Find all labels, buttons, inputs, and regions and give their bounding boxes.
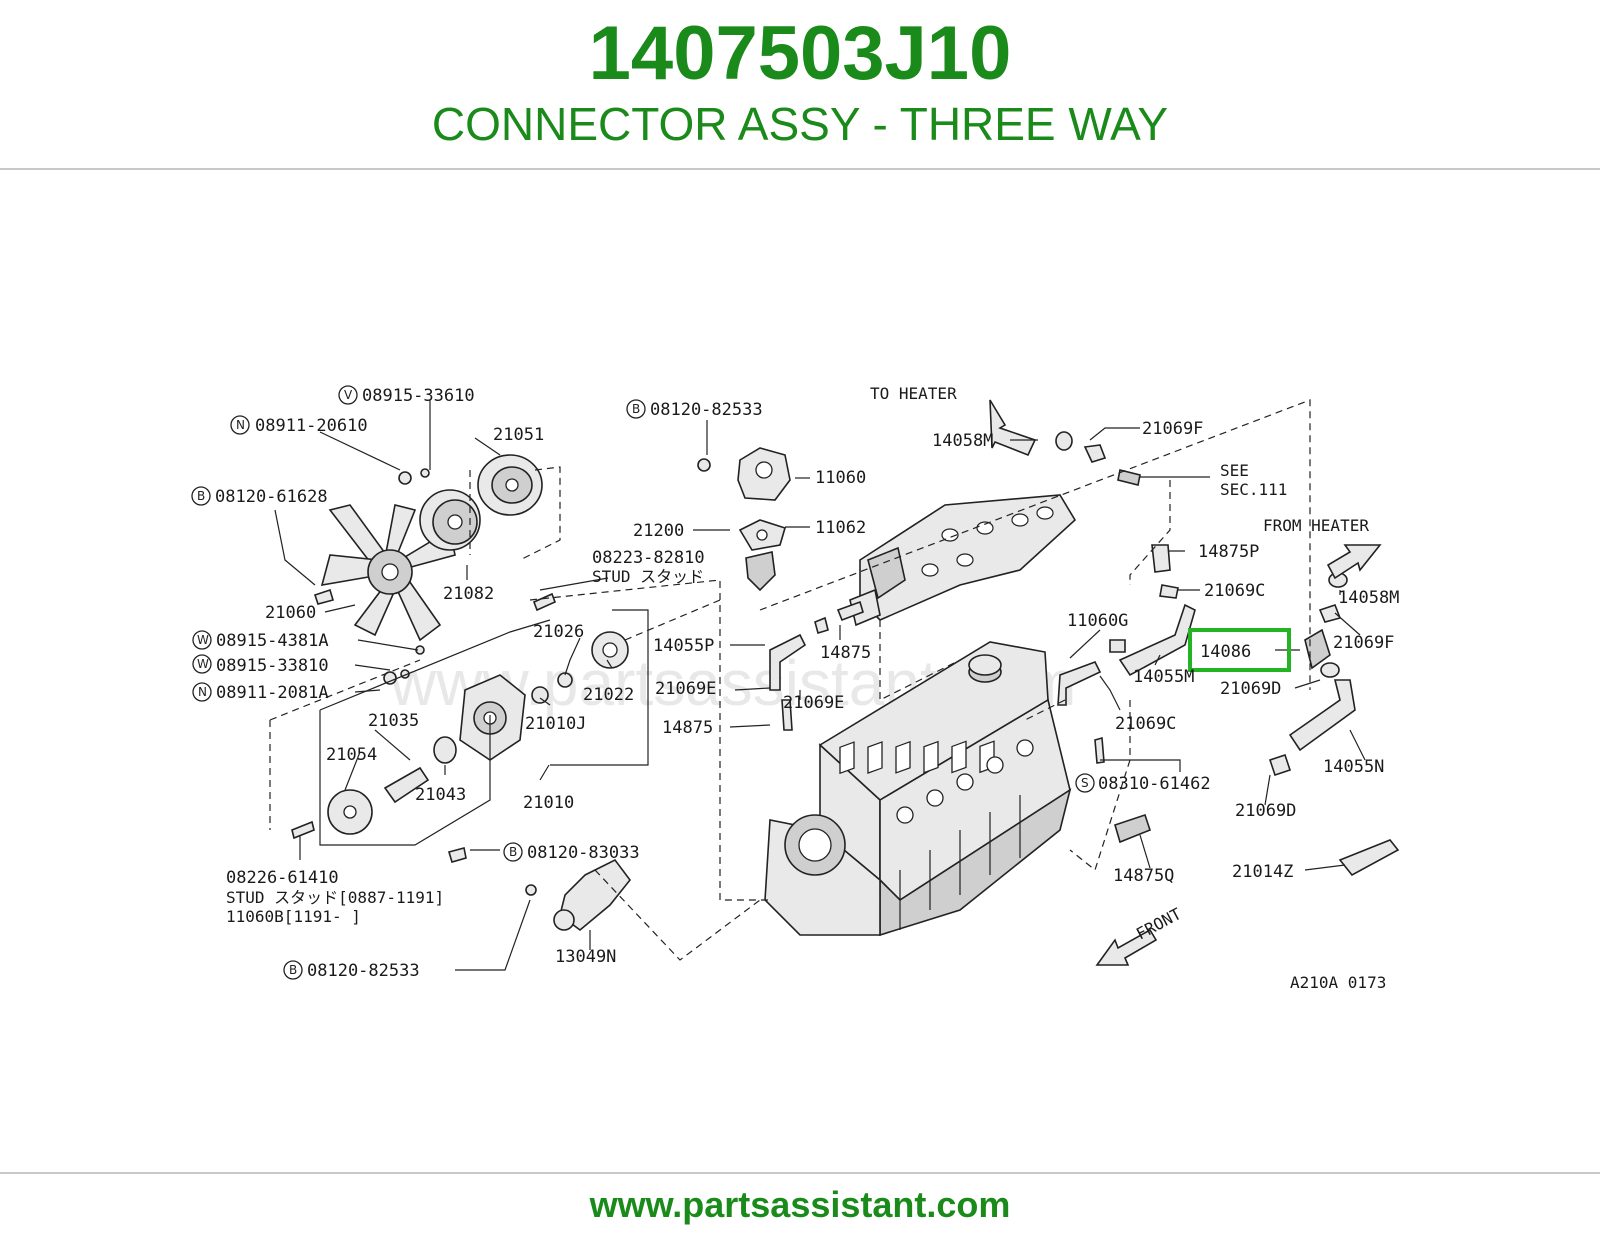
highlighted-part-label[interactable]: 14086 [1200, 642, 1251, 662]
part-label[interactable]: 08120-82533 [307, 961, 420, 981]
part-label[interactable]: 21200 [633, 521, 684, 541]
engine-block-illustration [764, 641, 1072, 937]
stud-note: STUD スタッド[0887-1191] [226, 888, 444, 907]
prefix-n: N [198, 685, 207, 699]
prefix-s: S [1081, 776, 1089, 790]
part-label[interactable]: 21010J [525, 714, 586, 734]
to-heater-arrow [989, 399, 1037, 457]
part-label[interactable]: 14875Q [1113, 866, 1174, 886]
water-pump-illustration [327, 631, 629, 835]
part-label[interactable]: 21060 [265, 603, 316, 623]
water-outlet-illustration [525, 858, 632, 932]
part-label[interactable]: 21051 [493, 425, 544, 445]
from-heater-arrow [1326, 544, 1382, 580]
circle-prefixes: V N B W W N B B B S [191, 385, 1095, 980]
header-divider [0, 168, 1600, 170]
part-label[interactable]: 21069D [1235, 801, 1296, 821]
from-heater-note: FROM HEATER [1263, 516, 1369, 535]
part-label[interactable]: 21026 [533, 622, 584, 642]
part-label[interactable]: 08911-20610 [255, 416, 368, 436]
part-label[interactable]: 14055M [1133, 667, 1194, 687]
part-label[interactable]: 14875 [662, 718, 713, 738]
part-label[interactable]: 08120-82533 [650, 400, 763, 420]
manifold-illustration [849, 494, 1077, 627]
part-label[interactable]: 08915-33810 [216, 656, 329, 676]
part-label[interactable]: 14055P [653, 636, 714, 656]
part-label[interactable]: 08120-83033 [527, 843, 640, 863]
part-label[interactable]: 11060 [815, 468, 866, 488]
stud-note: STUD スタッド [592, 567, 704, 586]
part-label[interactable]: 21069E [655, 679, 716, 699]
part-label[interactable]: 14058M [932, 431, 993, 451]
part-label[interactable]: 21069C [1115, 714, 1176, 734]
part-label[interactable]: 21069C [1204, 581, 1265, 601]
prefix-b: B [509, 845, 517, 859]
part-label[interactable]: 21069E [783, 693, 844, 713]
prefix-v: V [344, 388, 353, 402]
part-label[interactable]: 08310-61462 [1098, 774, 1211, 794]
part-label[interactable]: 14875P [1198, 542, 1259, 562]
front-arrow [1095, 928, 1158, 966]
part-label[interactable]: 08915-4381A [216, 631, 329, 651]
part-label[interactable]: 13049N [555, 947, 616, 967]
part-number: 1407503J10 [588, 11, 1012, 96]
fan-coupling-illustration [419, 454, 543, 551]
part-label[interactable]: 21069F [1333, 633, 1394, 653]
front-note: FRONT [1133, 904, 1185, 944]
part-label[interactable]: 21069F [1142, 419, 1203, 439]
part-name: CONNECTOR ASSY - THREE WAY [431, 98, 1169, 150]
part-label[interactable]: 14055N [1323, 757, 1384, 777]
highlight-box[interactable] [1188, 628, 1291, 672]
thermostat-illustration [697, 447, 791, 592]
footer-divider [0, 1172, 1600, 1174]
sec-note: SEC.111 [1220, 480, 1287, 499]
part-label[interactable]: 08226-61410 [226, 868, 339, 888]
part-label[interactable]: 21035 [368, 711, 419, 731]
to-heater-note: TO HEATER [870, 384, 957, 403]
part-label[interactable]: 11060G [1067, 611, 1128, 631]
part-label[interactable]: 14875 [820, 643, 871, 663]
prefix-b: B [632, 402, 640, 416]
part-label[interactable]: 21054 [326, 745, 377, 765]
part-label[interactable]: 11060B[1191- ] [226, 907, 361, 926]
prefix-w: W [197, 633, 209, 647]
see-note: SEE [1220, 461, 1249, 480]
part-label[interactable]: 21022 [583, 685, 634, 705]
part-label[interactable]: 08223-82810 [592, 548, 705, 568]
part-label[interactable]: 11062 [815, 518, 866, 538]
prefix-w: W [197, 657, 209, 671]
prefix-b: B [289, 963, 297, 977]
part-label[interactable]: 14058M [1338, 588, 1399, 608]
page-header: 1407503J10 CONNECTOR ASSY - THREE WAY [0, 0, 1600, 168]
part-label[interactable]: 21082 [443, 584, 494, 604]
part-label[interactable]: 21043 [415, 785, 466, 805]
part-label[interactable]: 08120-61628 [215, 487, 328, 507]
diagram-code: A210A 0173 [1290, 973, 1386, 992]
part-label[interactable]: 08911-2081A [216, 683, 329, 703]
prefix-n: N [236, 418, 245, 432]
part-label[interactable]: 08915-33610 [362, 386, 475, 406]
part-label[interactable]: 21014Z [1232, 862, 1293, 882]
leader-lines [269, 399, 1366, 971]
prefix-b: B [197, 489, 205, 503]
site-url-link[interactable]: www.partsassistant.com [589, 1184, 1011, 1225]
part-label[interactable]: 21069D [1220, 679, 1281, 699]
part-labels: 08915-33610 08911-20610 21051 08120-6162… [215, 384, 1399, 992]
fan-illustration [320, 504, 456, 642]
hoses-illustration [291, 431, 1400, 877]
part-label[interactable]: 21010 [523, 793, 574, 813]
